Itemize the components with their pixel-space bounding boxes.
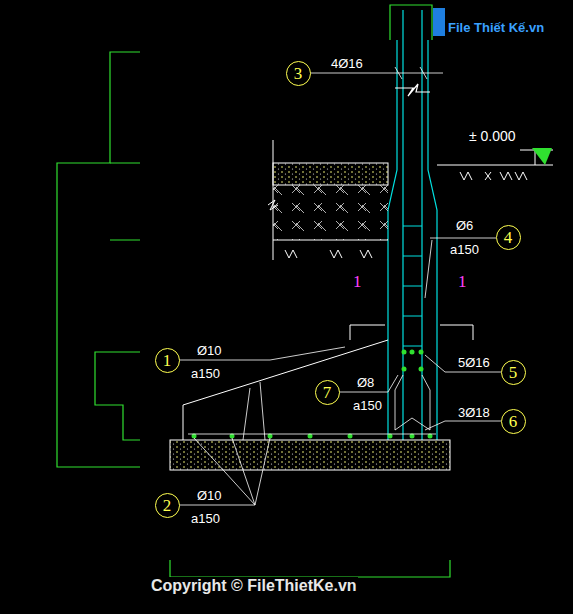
soil-layers — [268, 140, 553, 340]
rebar-spec: Ø10 — [196, 343, 223, 358]
callout-number: 3 — [294, 65, 303, 82]
callout-number: 1 — [163, 352, 172, 369]
rebar-spec: 5Ø16 — [457, 355, 491, 370]
callout-circle: 2 — [155, 493, 180, 518]
rebar-spec: Ø6 — [455, 218, 474, 233]
callout-number: 6 — [509, 413, 518, 430]
footing-outline — [170, 340, 450, 470]
callout-circle: 7 — [315, 380, 340, 405]
callout-number: 7 — [323, 384, 332, 401]
callout-circle: 1 — [155, 348, 180, 373]
leader-lines — [179, 67, 501, 505]
rebar-spec: Ø10 — [196, 488, 223, 503]
callout-circle: 6 — [501, 409, 526, 434]
watermark-logo: File Thiết Kế.vn — [447, 20, 545, 35]
level-mark: ± 0.000 — [468, 128, 517, 144]
rebar-spec: Ø8 — [356, 375, 375, 390]
dimension-bracket — [57, 5, 450, 577]
logo-mark — [433, 8, 445, 36]
section-mark: 1 — [457, 272, 468, 291]
spacing-spec: a150 — [190, 366, 221, 381]
callout-circle: 3 — [286, 61, 311, 86]
spacing-spec: a150 — [352, 398, 383, 413]
callout-circle: 4 — [496, 225, 521, 250]
column-outline — [388, 10, 437, 440]
section-mark: 1 — [352, 272, 363, 291]
rebar-spec: 4Ø16 — [330, 56, 364, 71]
callout-circle: 5 — [501, 360, 526, 385]
spacing-spec: a150 — [449, 242, 480, 257]
callout-number: 5 — [509, 364, 518, 381]
spacing-spec: a150 — [190, 511, 221, 526]
callout-number: 2 — [163, 497, 172, 514]
copyright-note: Copyright © FileThietKe.vn — [150, 577, 358, 595]
callout-number: 4 — [504, 229, 513, 246]
rebar-dots — [192, 350, 433, 439]
rebar-spec: 3Ø18 — [457, 405, 491, 420]
